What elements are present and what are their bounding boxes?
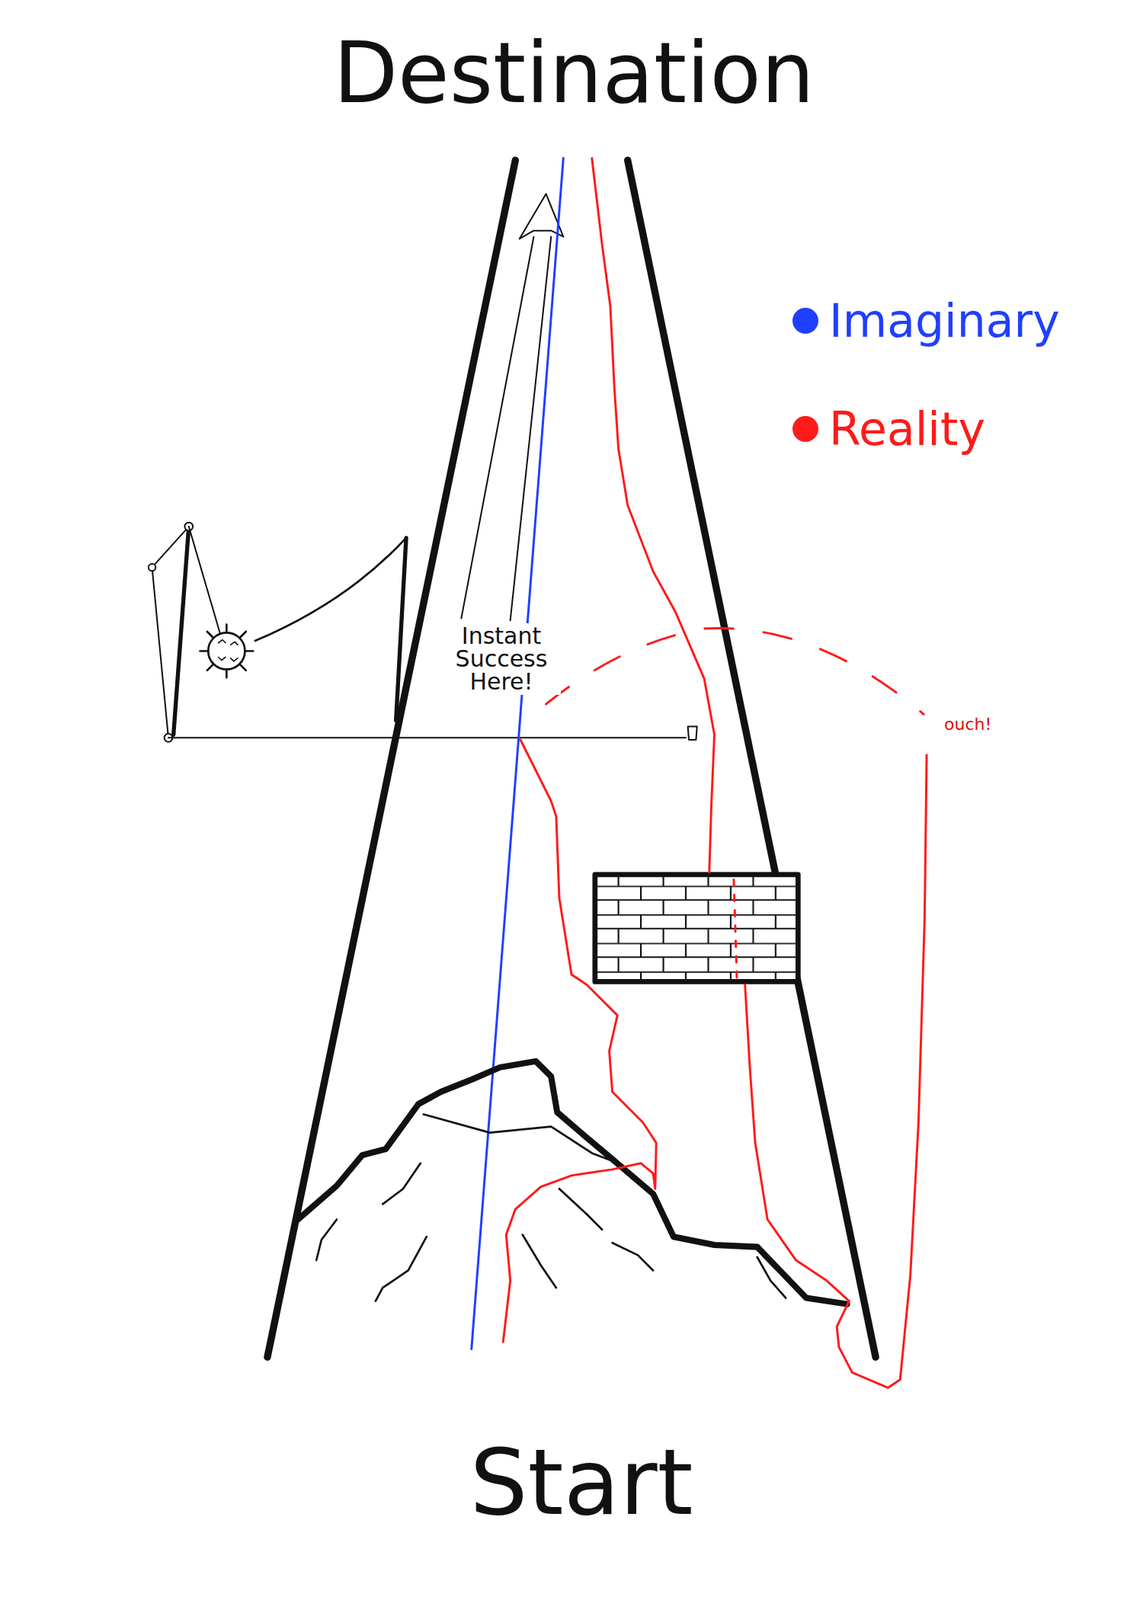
shortcut-arrow-shaft	[510, 236, 552, 622]
ball-spikes	[200, 624, 254, 679]
trap-pivot	[148, 563, 156, 571]
trap-trigger	[688, 726, 698, 740]
trap-brace	[152, 567, 169, 739]
crack	[375, 1236, 427, 1301]
trap-ground	[168, 736, 686, 739]
legend-dot	[792, 416, 819, 442]
drawing	[148, 158, 927, 1389]
crack	[522, 1235, 557, 1289]
legend-entry: Imaginary	[792, 293, 1060, 349]
legend-text: Imaginary	[829, 293, 1060, 349]
mountain-outline	[297, 1061, 848, 1305]
pendulum-swing	[255, 537, 407, 641]
trap-post	[173, 526, 189, 735]
trap-brace	[152, 526, 189, 568]
imaginary-path	[471, 158, 564, 1350]
ouch-note: ouch!	[941, 713, 1015, 737]
legend-entry: Reality	[792, 401, 1060, 457]
reality-through-wall	[733, 879, 737, 978]
mountain-ridge	[423, 1114, 619, 1164]
start-label: Start	[304, 1426, 859, 1540]
spike	[207, 631, 214, 638]
spike	[240, 664, 247, 671]
spike	[244, 649, 253, 653]
spike	[225, 669, 228, 679]
spike	[207, 664, 214, 671]
ball-marks	[218, 640, 238, 662]
spike	[200, 649, 209, 653]
crack	[757, 1257, 787, 1299]
pendulum-rope	[188, 526, 221, 635]
reality-route	[502, 739, 657, 1342]
crack	[382, 1163, 421, 1205]
trap-stop	[396, 537, 407, 721]
crack	[316, 1219, 337, 1261]
shortcut-note: Instant Success Here!	[441, 623, 561, 695]
shortcut-arrow-shaft	[461, 236, 534, 619]
reality-route	[745, 755, 927, 1388]
spike	[240, 631, 247, 638]
crack	[559, 1188, 602, 1230]
legend-dot	[792, 307, 819, 334]
destination-label: Destination	[266, 21, 881, 125]
spike	[225, 624, 228, 634]
brick-wall	[595, 874, 799, 983]
road-edge	[267, 160, 516, 1358]
reality-route	[592, 158, 715, 874]
legend-text: Reality	[829, 401, 986, 457]
crack	[612, 1242, 654, 1271]
legend: ImaginaryReality	[792, 293, 1060, 510]
reality-fall	[546, 628, 925, 715]
